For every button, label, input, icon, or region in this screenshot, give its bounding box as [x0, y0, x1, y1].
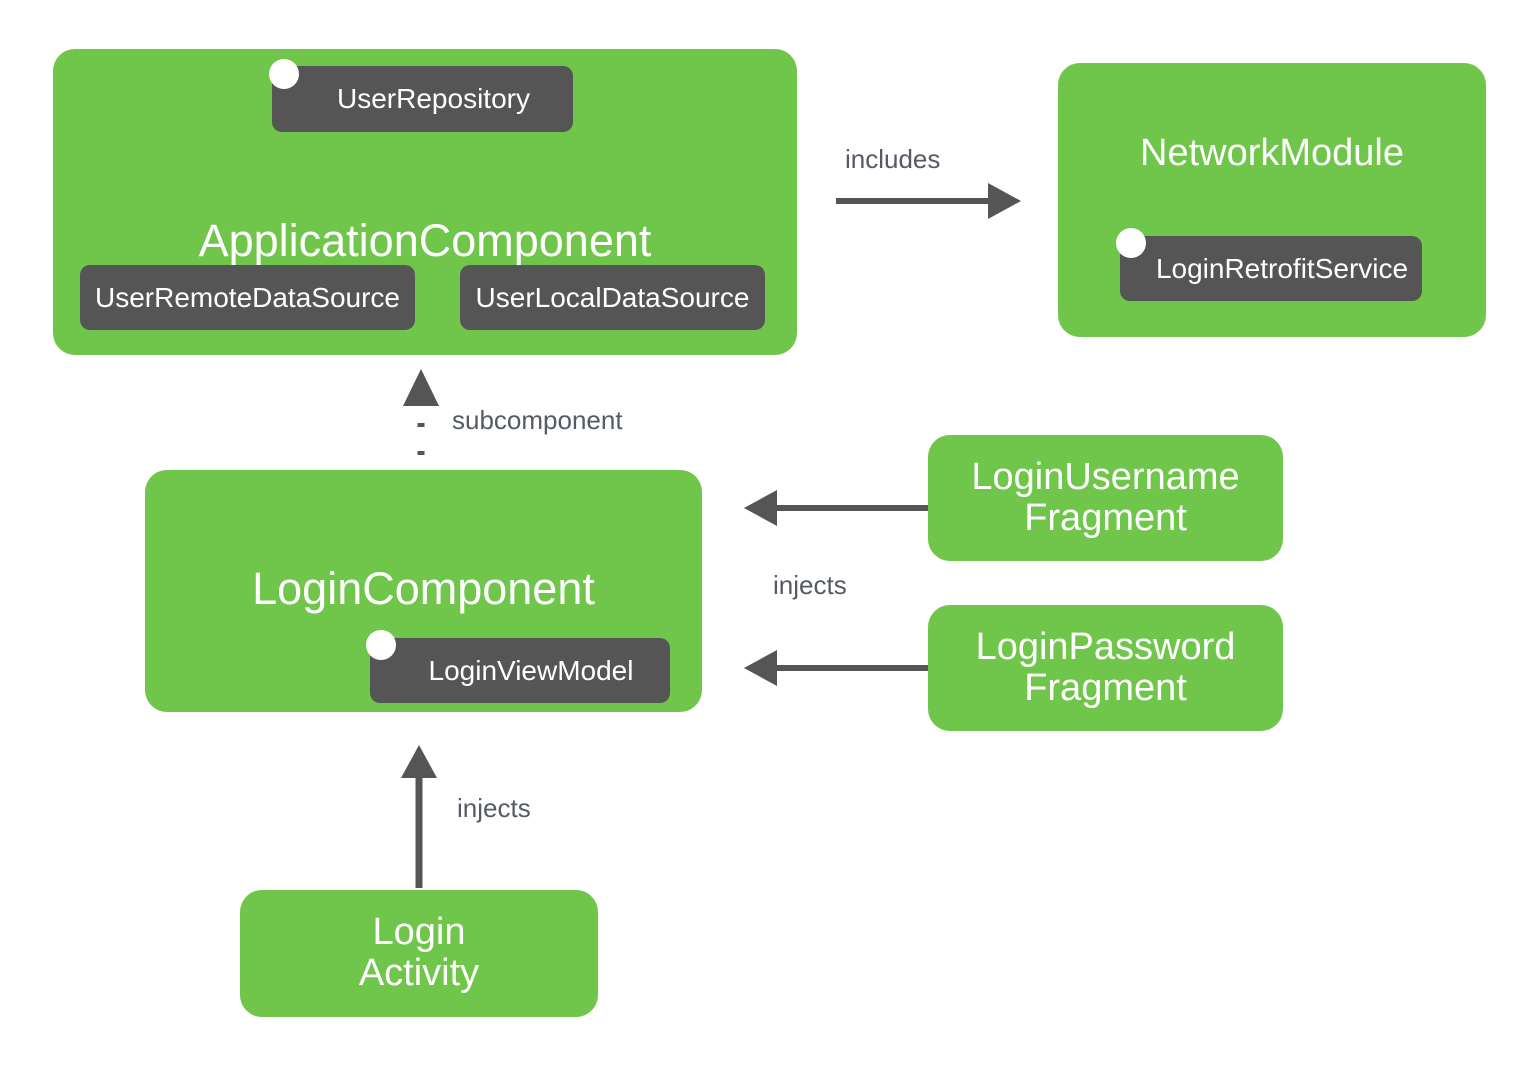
dependency-login-retrofit-service-label: LoginRetrofitService [1155, 252, 1409, 284]
edge-label-subcomponent: subcomponent [452, 405, 623, 435]
dependency-user-remote-data-source[interactable]: UserRemoteDataSource [80, 265, 415, 330]
edge-label-injects-fragments: injects [773, 570, 847, 600]
dependency-user-remote-data-source-label: UserRemoteDataSource [94, 281, 401, 313]
dependency-user-repository-label: UserRepository [337, 83, 530, 114]
arrow-injects-username [744, 490, 928, 526]
login-password-fragment-box[interactable]: LoginPassword Fragment [928, 605, 1283, 731]
arrow-injects-password [744, 650, 928, 686]
login-activity-title: Login Activity [358, 911, 480, 995]
provision-dot-user-repository [269, 59, 299, 89]
edge-label-injects-activity: injects [457, 793, 531, 823]
login-component-title: LoginComponent [252, 563, 595, 614]
application-component-title: ApplicationComponent [198, 215, 652, 266]
arrow-subcomponent [403, 369, 439, 455]
dependency-login-view-model[interactable]: LoginViewModel [370, 638, 670, 703]
edge-label-includes: includes [845, 144, 941, 174]
login-activity-box[interactable]: Login Activity [240, 890, 598, 1017]
arrow-includes [836, 183, 1021, 219]
dependency-login-retrofit-service[interactable]: LoginRetrofitService [1120, 236, 1422, 301]
dependency-login-view-model-label: LoginViewModel [428, 654, 634, 686]
provision-dot-login-retrofit-service [1116, 228, 1146, 258]
login-username-fragment-title: LoginUsername Fragment [971, 456, 1240, 540]
provision-dot-login-view-model [366, 630, 396, 660]
arrow-injects-activity [401, 745, 437, 888]
login-password-fragment-title: LoginPassword Fragment [975, 626, 1236, 710]
login-username-fragment-box[interactable]: LoginUsername Fragment [928, 435, 1283, 561]
dependency-user-local-data-source[interactable]: UserLocalDataSource [460, 265, 765, 330]
dependency-user-local-data-source-label: UserLocalDataSource [475, 281, 750, 313]
network-module-title: NetworkModule [1140, 132, 1404, 174]
dependency-user-repository[interactable]: UserRepository [272, 66, 573, 132]
